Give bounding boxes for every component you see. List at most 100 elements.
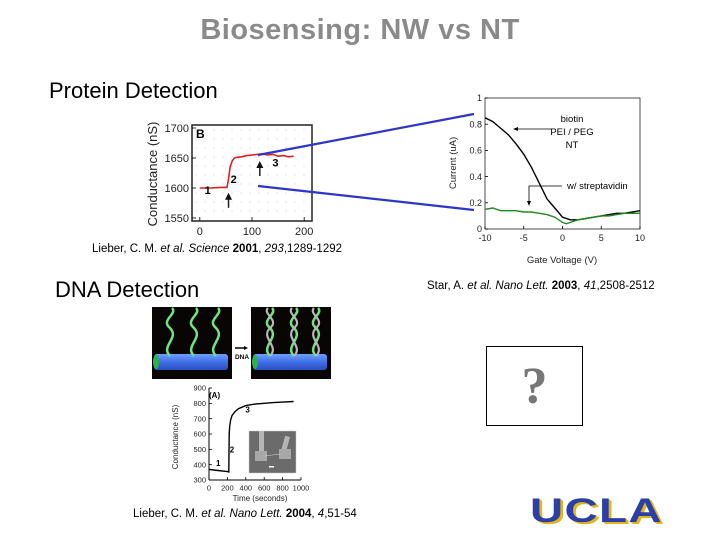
grid-dot [303, 210, 305, 212]
grid-dot [267, 183, 269, 185]
grid-dot [303, 129, 305, 131]
x-tick-label: 100 [243, 226, 261, 237]
grid-dot [222, 174, 224, 176]
grid-dot [204, 210, 206, 212]
grid-dot [303, 147, 305, 149]
y-tick-label: 1 [477, 93, 482, 103]
grid-dot [222, 156, 224, 158]
grid-dot [195, 138, 197, 140]
sem-inset-image [248, 430, 297, 474]
citation-volume: 41 [583, 280, 597, 292]
grid-dot [276, 183, 278, 185]
dsdna-strand [265, 307, 275, 357]
grid-dot [285, 192, 287, 194]
grid-dot [204, 183, 206, 185]
grid-dot [303, 138, 305, 140]
y-tick-label: 400 [193, 460, 206, 469]
x-axis-label: Time (seconds) [233, 494, 288, 503]
grid-dot [195, 129, 197, 131]
grid-dot [222, 129, 224, 131]
grid-dot [231, 192, 233, 194]
grid-dot [222, 165, 224, 167]
grid-dot [249, 183, 251, 185]
grid-dot [276, 174, 278, 176]
dna-arrow: DNA [235, 346, 249, 361]
y-tick-label: 0.6 [469, 146, 482, 156]
grid-dot [294, 165, 296, 167]
nanowire-after-panel [251, 307, 331, 379]
grid-dot [249, 174, 251, 176]
series-line [199, 152, 294, 189]
grid-dot [240, 210, 242, 212]
grid-dot [276, 138, 278, 140]
grid-dot [294, 183, 296, 185]
grid-dot [222, 147, 224, 149]
grid-dot [249, 201, 251, 203]
grid-dot [204, 165, 206, 167]
nanowire-before-panel [152, 307, 232, 379]
ssdna-strand [211, 307, 221, 357]
grid-dot [285, 174, 287, 176]
grid-dot [195, 192, 197, 194]
grid-dot [249, 165, 251, 167]
grid-dot [294, 147, 296, 149]
question-mark-icon: ? [521, 357, 548, 415]
grid-dot [204, 129, 206, 131]
grid-dot [276, 165, 278, 167]
y-tick-label: 1600 [165, 183, 189, 195]
grid-dot [303, 201, 305, 203]
slide-title: Biosensing: NW vs NT [200, 14, 520, 46]
grid-dot [231, 138, 233, 140]
grid-dot [240, 174, 242, 176]
grid-dot [258, 156, 260, 158]
grid-dot [213, 201, 215, 203]
question-placeholder-box: ? [486, 346, 583, 426]
annotation-label: 2 [231, 174, 237, 186]
annotation-label: 1 [205, 185, 211, 197]
ssdna-strand [165, 307, 175, 357]
grid-dot [231, 147, 233, 149]
grid-dot [303, 174, 305, 176]
grid-dot [240, 138, 242, 140]
grid-dot [240, 147, 242, 149]
y-tick-label: 600 [193, 430, 206, 439]
series-line [484, 207, 640, 225]
y-tick-label: 0 [477, 224, 482, 234]
grid-dot [258, 201, 260, 203]
legend-nt: NT [566, 140, 579, 151]
grid-dot [240, 192, 242, 194]
citation-year: 2004 [285, 508, 312, 520]
grid-dot [213, 165, 215, 167]
grid-dot [249, 129, 251, 131]
citation-year: 2003 [551, 280, 578, 292]
dna-schematic: DNA [152, 307, 331, 379]
grid-dot [213, 192, 215, 194]
x-tick-label: 0 [560, 233, 565, 243]
x-tick-label: 200 [221, 484, 234, 493]
grid-dot [222, 192, 224, 194]
x-tick-label: 0 [197, 226, 203, 237]
grid-dot [222, 201, 224, 203]
grid-dot [258, 183, 260, 185]
panel-label: (A) [209, 391, 220, 400]
grid-dot [294, 174, 296, 176]
grid-dot [267, 138, 269, 140]
grid-dot [213, 138, 215, 140]
grid-dot [258, 129, 260, 131]
grid-dot [276, 210, 278, 212]
grid-dot [267, 147, 269, 149]
x-axis-label: Gate Voltage (V) [527, 255, 597, 266]
y-tick-label: 300 [193, 476, 206, 485]
grid-dot [222, 138, 224, 140]
grid-dot [240, 165, 242, 167]
citation-pages: ,51-54 [324, 508, 357, 520]
grid-dot [258, 192, 260, 194]
citation-journal: Nano Lett. [229, 508, 283, 520]
panel-label: B [196, 127, 205, 141]
grid-dot [204, 192, 206, 194]
x-tick-label: -10 [478, 233, 491, 243]
citation-year: 2001 [232, 243, 259, 255]
arrowhead [513, 127, 518, 131]
grid-dot [285, 138, 287, 140]
y-tick-label: 800 [193, 399, 206, 408]
